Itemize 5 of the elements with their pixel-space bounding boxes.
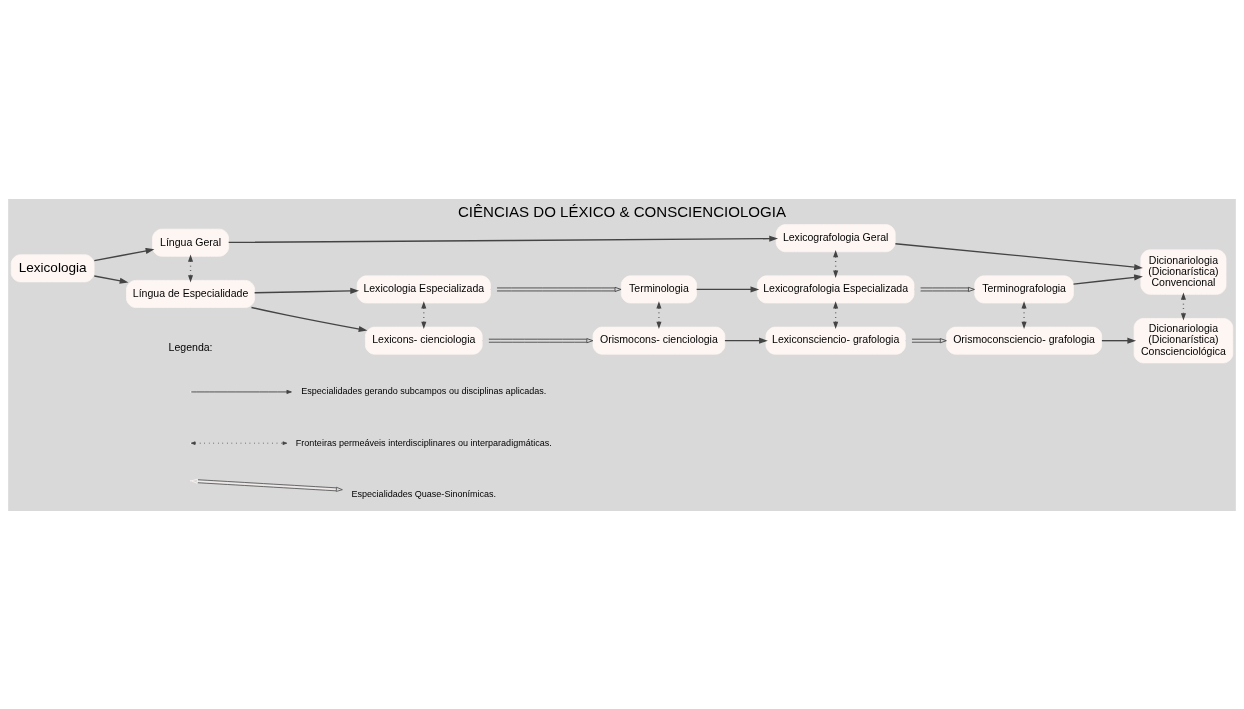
diagram-title: CIÊNCIAS DO LÉXICO & CONSCIENCIOLOGIA: [457, 202, 787, 220]
legend-label: Fronteiras permeáveis interdisciplinares ou interparadigmáticas.: [295, 437, 552, 448]
legend-label: Especialidades Quase-Sinonímicas.: [351, 488, 497, 499]
legend-label: Especialidades gerando subcampos ou disciplinas aplicadas.: [301, 385, 547, 396]
label: Legenda:: [168, 340, 213, 353]
